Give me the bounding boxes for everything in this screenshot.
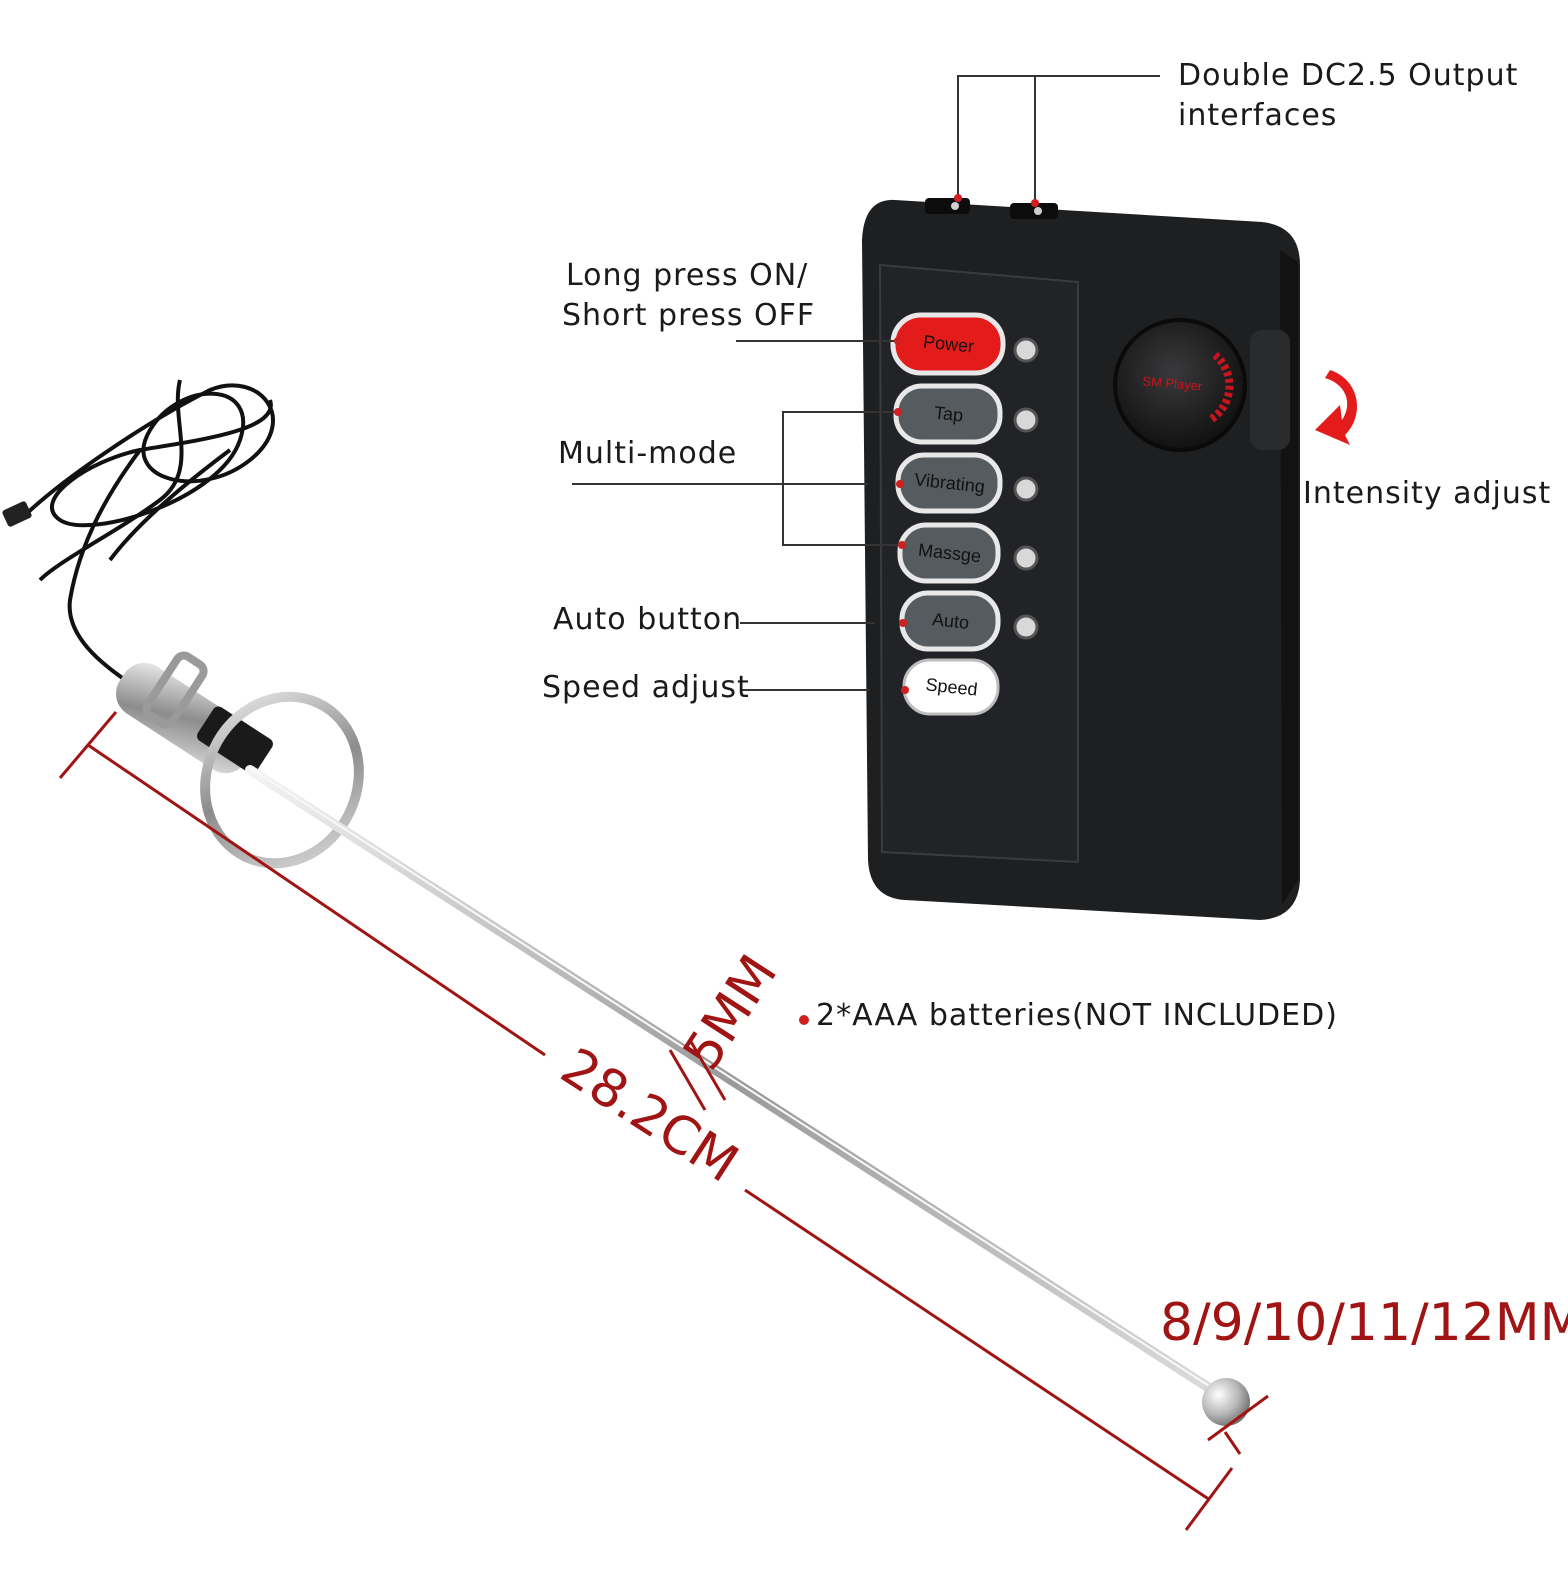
cable bbox=[7, 379, 275, 692]
speed-adjust-label: Speed adjust bbox=[542, 670, 750, 705]
intensity-dial[interactable]: SM Player bbox=[1113, 318, 1290, 452]
power-hint-label: Long press ON/ Short press OFF bbox=[562, 256, 815, 336]
svg-text:Auto: Auto bbox=[931, 609, 970, 633]
connector bbox=[116, 651, 273, 774]
power-label-line2: Short press OFF bbox=[562, 298, 816, 333]
output-label-line2: interfaces bbox=[1178, 98, 1338, 133]
callout-lines bbox=[572, 75, 1160, 691]
svg-text:Tap: Tap bbox=[933, 403, 964, 426]
tap-button[interactable]: Tap bbox=[893, 383, 1003, 445]
intensity-adjust-label: Intensity adjust bbox=[1303, 476, 1552, 511]
massage-button[interactable]: Massge bbox=[897, 522, 1001, 584]
power-label-line1: Long press ON/ bbox=[566, 258, 809, 293]
vibrating-button[interactable]: Vibrating bbox=[895, 452, 1003, 514]
callout-dots bbox=[799, 194, 1039, 1025]
rotate-arrow-icon bbox=[1315, 370, 1357, 445]
multimode-label: Multi-mode bbox=[558, 436, 738, 471]
dimension-lines bbox=[58, 711, 1269, 1531]
auto-button-label: Auto button bbox=[553, 602, 743, 637]
speed-button[interactable]: Speed bbox=[902, 658, 1000, 716]
ball-size-label: 8/9/10/11/12MM bbox=[1160, 1293, 1568, 1353]
metal-ring bbox=[200, 691, 364, 869]
output-jack-left bbox=[925, 198, 970, 214]
rod-ball bbox=[1202, 1378, 1250, 1426]
cable-plug bbox=[2, 501, 32, 527]
rod-diameter-label: 5MM bbox=[672, 945, 789, 1081]
output-interfaces-label: Double DC2.5 Output interfaces bbox=[1178, 56, 1518, 136]
output-label-line1: Double DC2.5 Output bbox=[1178, 58, 1519, 93]
power-button[interactable]: Power bbox=[890, 312, 1006, 376]
batteries-label: 2*AAA batteries(NOT INCLUDED) bbox=[816, 998, 1338, 1033]
indicator-lights bbox=[1013, 337, 1039, 640]
auto-mode-button[interactable]: Auto bbox=[899, 590, 1001, 652]
rod bbox=[245, 765, 1225, 1400]
dial-label: SM Player bbox=[1142, 373, 1204, 393]
